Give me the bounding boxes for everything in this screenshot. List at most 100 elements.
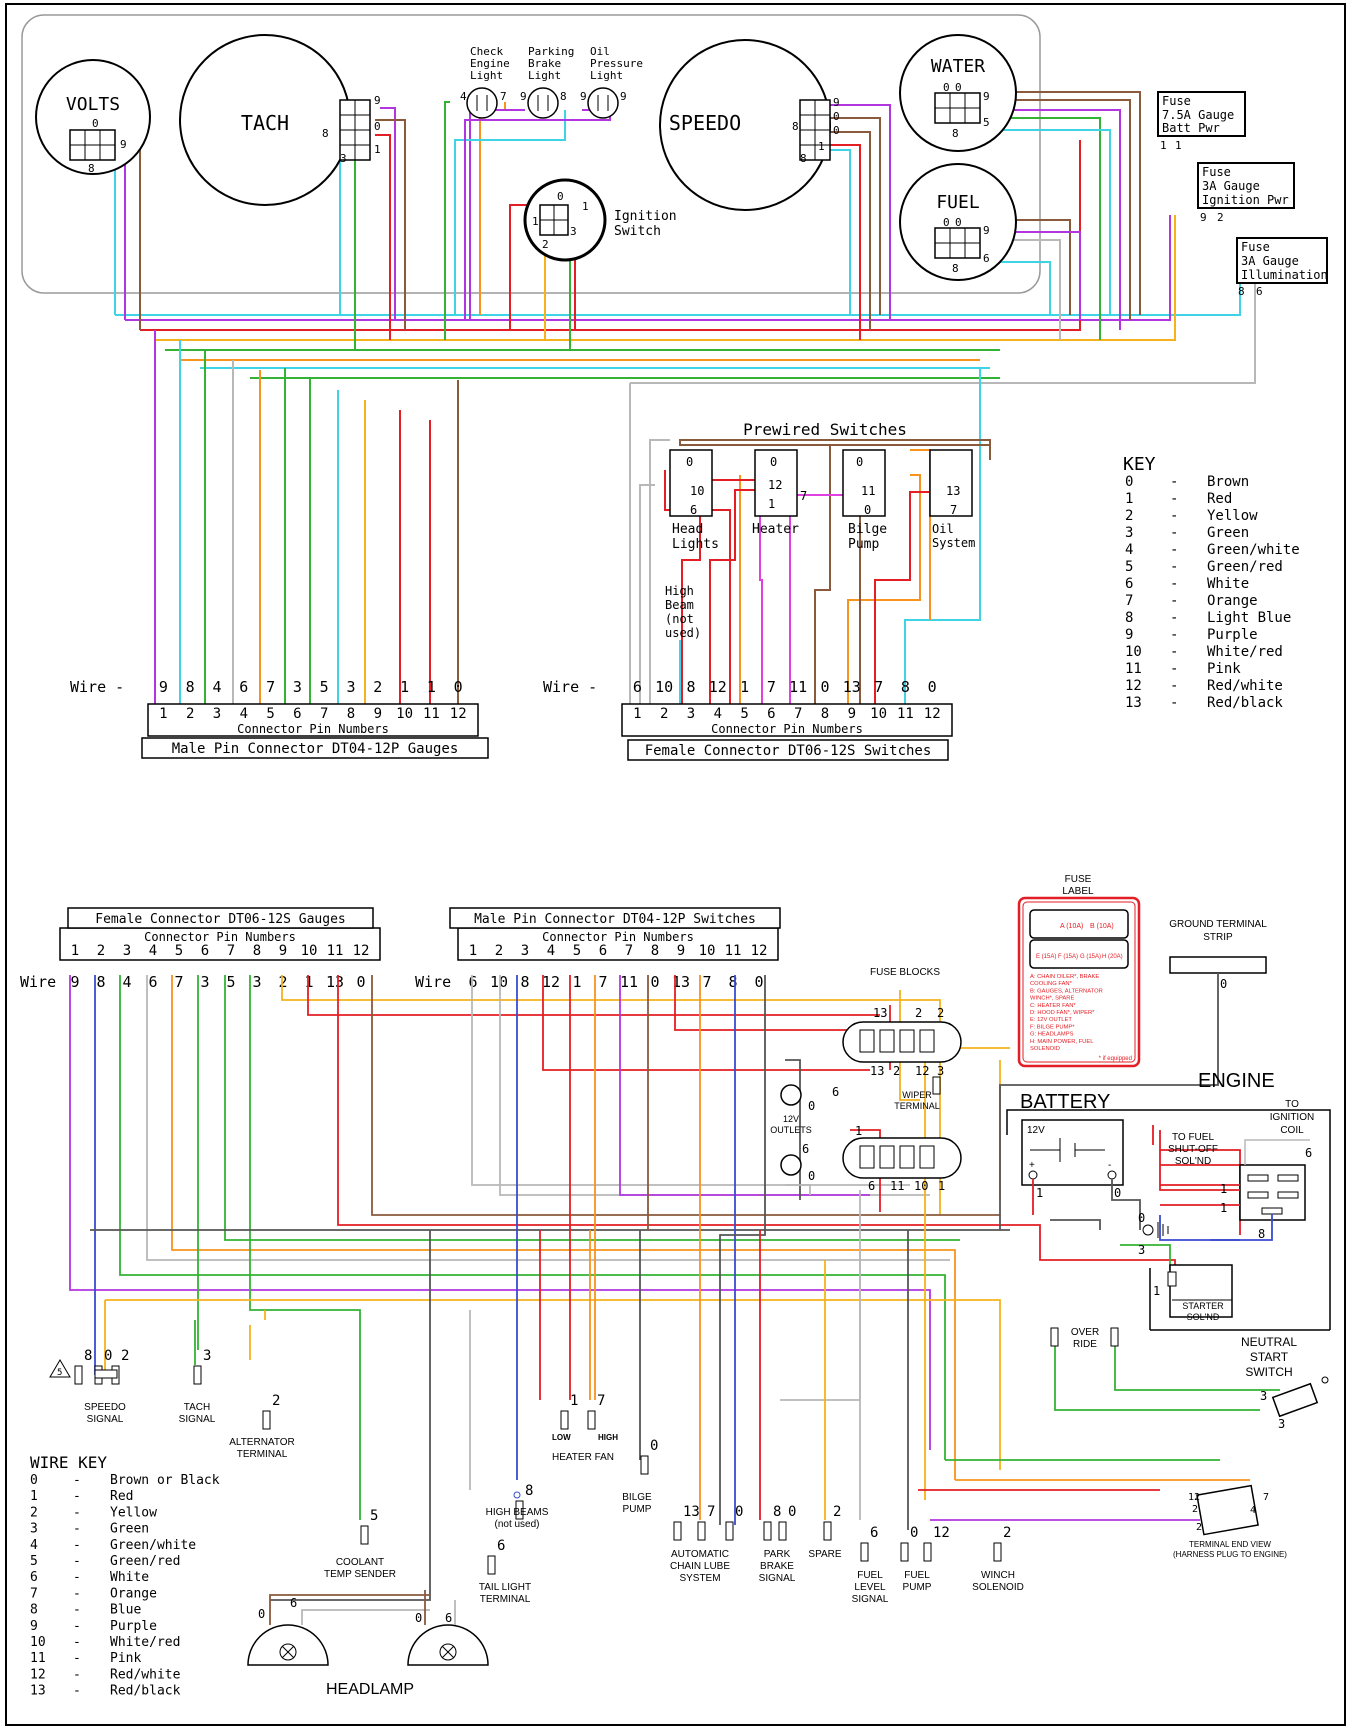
pin-label: 8	[1238, 285, 1245, 298]
fuse-slot: E (15A)	[1036, 954, 1056, 960]
connector-pin: 2	[660, 706, 668, 722]
wire-run	[1159, 1215, 1240, 1241]
connector-pin-box	[147, 703, 479, 737]
device-label-line: HIGH BEAMS	[486, 1507, 549, 1518]
key-number: 11	[1125, 661, 1142, 677]
override-label-2: RIDE	[1073, 1339, 1097, 1350]
fuse-slot: G (15A)	[1080, 954, 1101, 960]
wire-number: 7	[874, 678, 883, 696]
pin-label: 2	[1196, 1522, 1202, 1533]
connector-pin: 12	[450, 706, 467, 722]
wire-number: 13	[843, 678, 861, 696]
wire-switch	[904, 368, 981, 705]
gauge-label: TACH	[241, 111, 289, 135]
connector-pin: 12	[353, 943, 370, 959]
light-label-line: Light	[470, 69, 503, 82]
wire-stub	[990, 117, 1101, 340]
outlets-12v: 6 0 6 0 12V OUTLETS	[770, 1084, 839, 1183]
pin-label: 6	[1305, 1146, 1312, 1160]
device-label-line: HEATER FAN	[552, 1452, 614, 1463]
wire-run	[307, 975, 880, 1016]
wire-number: 1	[427, 678, 436, 696]
wire-number: 0	[454, 678, 463, 696]
wire-number: 8	[96, 973, 105, 991]
key-dash: -	[73, 1603, 81, 1618]
wire-number: 3	[252, 973, 261, 991]
device-label-line: TERMINAL	[237, 1449, 288, 1460]
light-label-line: Parking	[528, 45, 574, 58]
key-dash: -	[73, 1635, 81, 1650]
parking-brake-light: Parking Brake Light 9 8	[520, 45, 574, 119]
fuse-label-line: Fuse	[1241, 240, 1270, 254]
light-label-line: Light	[528, 69, 561, 82]
wire-run	[1050, 1219, 1101, 1230]
pin-label: 1	[818, 140, 825, 153]
key-number: 2	[1125, 508, 1133, 524]
wire-run	[115, 270, 1241, 316]
fuse-slot: B (10A)	[1090, 923, 1114, 930]
ign-coil-line: IGNITION	[1270, 1112, 1314, 1123]
key-dash: -	[73, 1586, 81, 1601]
light-label-line: Check	[470, 45, 503, 58]
pin-label: 6	[802, 1142, 809, 1156]
pin-label: 8	[952, 127, 959, 140]
wire-number: 11	[789, 678, 807, 696]
pin-label: 7	[950, 503, 957, 517]
switch-label-line: Lights	[672, 537, 719, 552]
wire-label: Wire -	[543, 678, 597, 696]
wire-run	[171, 975, 956, 1480]
pin-label: 9	[120, 138, 127, 151]
connector-pin: 10	[396, 706, 413, 722]
device-label-line: (not used)	[494, 1519, 539, 1530]
pin-label: 1	[1220, 1182, 1227, 1196]
pin-label: 1	[532, 215, 539, 228]
connector-pin: 3	[687, 706, 695, 722]
device-label-line: BILGE	[622, 1492, 652, 1503]
wire-stub	[444, 101, 450, 340]
fuel-sol-line: SHUT-OFF	[1168, 1144, 1218, 1155]
pin-label: 0	[686, 455, 693, 469]
device-label-line: FUEL	[904, 1570, 930, 1581]
fuse-label-line: Fuse	[1162, 94, 1191, 108]
wire-run	[140, 140, 1081, 331]
pin-label: 1	[855, 1124, 862, 1138]
speedo-connector	[94, 1369, 118, 1379]
wire-stub	[990, 91, 1141, 315]
connector-pin: 2	[97, 943, 105, 959]
connector-title: Female Connector DT06-12S Switches	[645, 743, 932, 759]
device-label-line: BRAKE	[760, 1561, 794, 1572]
wire-number: 9	[70, 973, 79, 991]
key-dash: -	[73, 1522, 81, 1537]
wire-number: 8	[186, 678, 195, 696]
pin-label: 6	[497, 1538, 505, 1554]
gauge-speedo: SPEEDO 9 0 0 8 1 8	[659, 39, 840, 211]
key-dash: -	[1170, 661, 1178, 677]
device-terminal	[640, 1455, 649, 1475]
wire-number: 8	[901, 678, 910, 696]
wire-number: 7	[598, 973, 607, 991]
connector-pin: 3	[123, 943, 131, 959]
connector-pin-box	[59, 927, 381, 961]
neutral-label-1: NEUTRAL	[1241, 1335, 1297, 1349]
wire-stub	[469, 109, 525, 320]
device-label-line: ALTERNATOR	[229, 1437, 295, 1448]
wire-run	[850, 1129, 881, 1212]
wire-switch	[759, 500, 763, 705]
wire-run	[281, 975, 941, 1215]
fuse-label-line: G: HEADLAMPS	[1030, 1032, 1074, 1038]
pin-label: 2	[1217, 211, 1224, 224]
device-label-line: PARK	[764, 1549, 791, 1560]
wire-run	[719, 975, 766, 1525]
wire-run	[471, 975, 910, 1186]
key-color: Blue	[110, 1603, 141, 1618]
wire-number: 3	[346, 678, 355, 696]
wire-run	[674, 975, 860, 1031]
pin-label: 0	[864, 503, 871, 517]
key-number: 7	[30, 1586, 38, 1601]
prewired-switches: Prewired Switches 0 10 6 Head Lights 0 1…	[665, 420, 990, 640]
pin-label: 2	[1003, 1525, 1011, 1541]
